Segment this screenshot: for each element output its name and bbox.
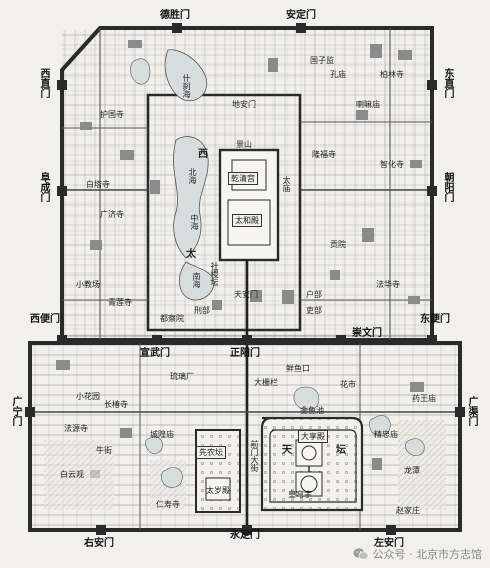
label-kongmiao: 孔庙 (330, 70, 346, 79)
gate-guanganmen: 广宁门 (10, 396, 21, 426)
gate-xizhimen: 西直门 (38, 68, 49, 98)
label-huguo: 护国寺 (100, 110, 124, 119)
label-jiaochang: 小教场 (76, 280, 100, 289)
gate-yongdingmen: 永定门 (230, 530, 260, 541)
gate-zhengyangmen: 正阳门 (230, 348, 260, 359)
label-jinyu: 金鱼池 (300, 406, 324, 415)
gate-chaoyangmen: 朝阳门 (442, 172, 453, 202)
label-ditanmen: 地安门 (232, 100, 256, 109)
gate-towers (25, 23, 465, 535)
label-baita: 白塔寺 (86, 180, 110, 189)
gate-dongzhimen: 东直门 (442, 68, 453, 98)
label-bailin: 柏林寺 (380, 70, 404, 79)
wechat-icon (353, 547, 369, 561)
label-duchayuan: 都察院 (160, 314, 184, 323)
label-taihedian: 太和殿 (232, 214, 262, 227)
gate-andingmen: 安定门 (286, 10, 316, 21)
label-xianyukou: 鲜鱼口 (286, 364, 310, 373)
label-dashalan: 大栅栏 (254, 378, 278, 387)
label-qinglian: 青莲寺 (108, 298, 132, 307)
gate-zuoanmen: 左安门 (374, 538, 404, 549)
label-hubu: 户部 (306, 290, 322, 299)
watermark-text: 公众号 · 北京市方志馆 (372, 548, 483, 561)
gate-fuchengmen: 阜成门 (38, 172, 49, 202)
label-tan: 坛 (336, 445, 346, 456)
gate-xibianmen: 西便门 (30, 314, 60, 325)
label-xiannongtan: 先农坛 (196, 446, 226, 459)
label-gongyuan: 贡院 (330, 240, 346, 249)
label-libu: 吏部 (306, 306, 322, 315)
label-beihai: 北海 (188, 168, 197, 184)
label-fayuan: 法源寺 (64, 424, 88, 433)
label-longfu: 隆福寺 (312, 150, 336, 159)
label-longtan: 龙潭 (404, 466, 420, 475)
label-tai: 太 (186, 249, 196, 260)
label-huashi: 花市 (340, 380, 356, 389)
label-guangji: 广济寺 (100, 210, 124, 219)
label-xingbu: 刑部 (194, 306, 210, 315)
watermark: 公众号 · 北京市方志馆 (353, 546, 483, 562)
label-changchun: 长椿寺 (104, 400, 128, 409)
gate-deshengmen: 德胜门 (160, 10, 190, 21)
label-zhihua: 智化寺 (380, 160, 404, 169)
label-xiaohuayuan: 小花园 (76, 392, 100, 401)
label-liulichang: 琉璃厂 (170, 372, 194, 381)
label-jingzhong: 精忠庙 (374, 430, 398, 439)
label-jingshan: 景山 (236, 140, 252, 149)
label-huangqiongyu: 皇穹宇 (288, 490, 312, 499)
label-taimiao: 太庙 (282, 176, 291, 192)
label-qianqinggong: 乾清宫 (228, 172, 258, 185)
label-daxiang: 大享殿 (298, 430, 328, 443)
label-fahua: 法华寺 (376, 280, 400, 289)
gate-chongwenmen: 崇文门 (352, 328, 382, 339)
label-guozijian: 国子监 (310, 56, 334, 65)
label-xi: 西 (198, 149, 208, 160)
label-niujie: 牛街 (96, 446, 112, 455)
imperial-city-wall (146, 93, 302, 332)
outer-city-wall (28, 341, 462, 532)
building-blocks (56, 40, 424, 478)
label-taisui: 太岁殿 (206, 486, 230, 495)
label-zhaozhong: 赵家庄 (396, 506, 420, 515)
gate-dongbianmen: 东便门 (420, 314, 450, 325)
label-tian: 天 (282, 445, 292, 456)
label-lama: 喇嘛庙 (356, 100, 380, 109)
shichahai-lake (164, 49, 208, 102)
label-tiananmen: 天安门 (234, 290, 258, 299)
label-renshousi: 仁寿寺 (156, 500, 180, 509)
label-zhonghai: 中海 (190, 214, 199, 230)
forbidden-city-wall (218, 148, 280, 262)
gate-guangqumen: 广渠门 (466, 396, 477, 426)
label-chengyindian: 城隍庙 (150, 430, 174, 439)
three-seas-lake (173, 136, 209, 259)
label-shejitan: 社稷坛 (210, 262, 219, 286)
label-shichahai: 什刹海 (182, 74, 191, 98)
gate-youanmen: 右安门 (84, 538, 114, 549)
south-sea-lake (179, 261, 215, 301)
label-nanhai: 南海 (192, 272, 201, 288)
label-qianmen: 前门大街 (250, 440, 259, 472)
gate-xuanwumen: 宣武门 (140, 348, 170, 359)
label-baiyunguan: 白云观 (60, 470, 84, 479)
label-yaowang: 药王庙 (412, 394, 436, 403)
